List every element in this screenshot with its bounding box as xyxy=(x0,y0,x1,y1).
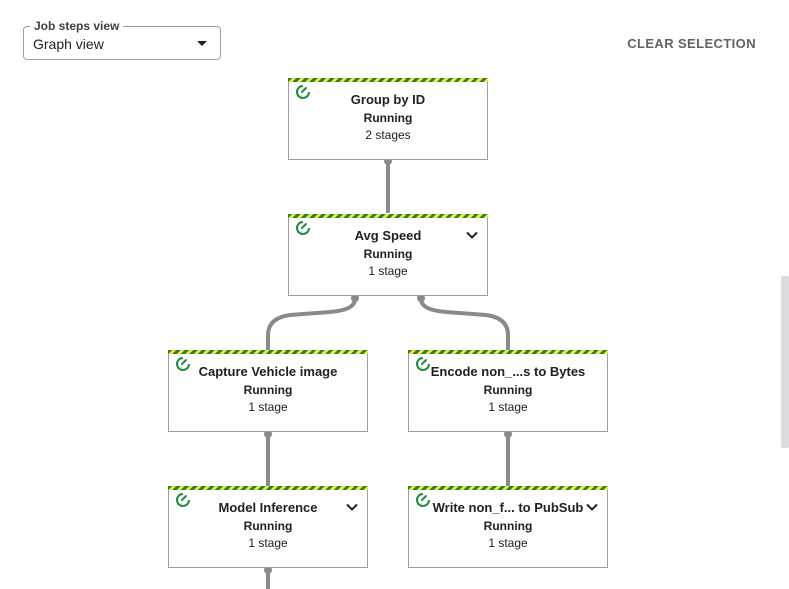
step-stage-count: 1 stage xyxy=(488,536,528,550)
step-stage-count: 1 stage xyxy=(488,400,528,414)
running-stripe xyxy=(168,486,368,490)
step-node-capture-vehicle-image[interactable]: Capture Vehicle image Running 1 stage xyxy=(168,350,368,432)
step-status: Running xyxy=(363,247,413,261)
step-status: Running xyxy=(483,519,533,533)
clear-selection-button[interactable]: CLEAR SELECTION xyxy=(627,36,756,51)
chevron-down-icon[interactable] xyxy=(345,500,359,514)
running-stripe xyxy=(288,78,488,82)
running-icon xyxy=(176,357,190,371)
step-title: Encode non_...s to Bytes xyxy=(430,364,586,379)
port-dot xyxy=(417,294,425,302)
step-status: Running xyxy=(363,111,413,125)
step-node-encode-to-bytes[interactable]: Encode non_...s to Bytes Running 1 stage xyxy=(408,350,608,432)
step-node-model-inference[interactable]: Model Inference Running 1 stage xyxy=(168,486,368,568)
edge-avg-to-encode xyxy=(419,298,510,350)
running-icon xyxy=(296,221,310,235)
step-title: Model Inference xyxy=(218,500,318,515)
caret-down-icon xyxy=(197,41,207,46)
port-dot xyxy=(264,566,272,574)
chevron-down-icon[interactable] xyxy=(585,500,599,514)
running-stripe xyxy=(288,214,488,218)
step-title: Capture Vehicle image xyxy=(198,364,338,379)
step-stage-count: 2 stages xyxy=(365,128,411,142)
running-stripe xyxy=(168,350,368,354)
step-title: Group by ID xyxy=(350,92,426,107)
step-node-group-by-id[interactable]: Group by ID Running 2 stages xyxy=(288,78,488,160)
step-status: Running xyxy=(243,519,293,533)
running-stripe xyxy=(408,350,608,354)
step-stage-count: 1 stage xyxy=(368,264,408,278)
job-steps-view-value: Graph view xyxy=(33,36,104,52)
running-stripe xyxy=(408,486,608,490)
running-icon xyxy=(416,493,430,507)
port-dot xyxy=(264,430,272,438)
job-steps-view-label: Job steps view xyxy=(30,18,124,34)
step-status: Running xyxy=(243,383,293,397)
chevron-down-icon[interactable] xyxy=(465,228,479,242)
vertical-scrollbar-thumb[interactable] xyxy=(781,276,789,448)
step-title: Write non_f... to PubSub xyxy=(432,500,584,515)
running-icon xyxy=(176,493,190,507)
step-status: Running xyxy=(483,383,533,397)
running-icon xyxy=(296,85,310,99)
job-steps-view-select[interactable]: Job steps view Graph view xyxy=(23,18,221,60)
port-dot xyxy=(504,430,512,438)
port-dot xyxy=(351,294,359,302)
step-node-avg-speed[interactable]: Avg Speed Running 1 stage xyxy=(288,214,488,296)
edge-avg-to-capture xyxy=(266,298,357,350)
step-node-write-to-pubsub[interactable]: Write non_f... to PubSub Running 1 stage xyxy=(408,486,608,568)
running-icon xyxy=(416,357,430,371)
step-stage-count: 1 stage xyxy=(248,536,288,550)
step-stage-count: 1 stage xyxy=(248,400,288,414)
step-title: Avg Speed xyxy=(354,228,422,243)
